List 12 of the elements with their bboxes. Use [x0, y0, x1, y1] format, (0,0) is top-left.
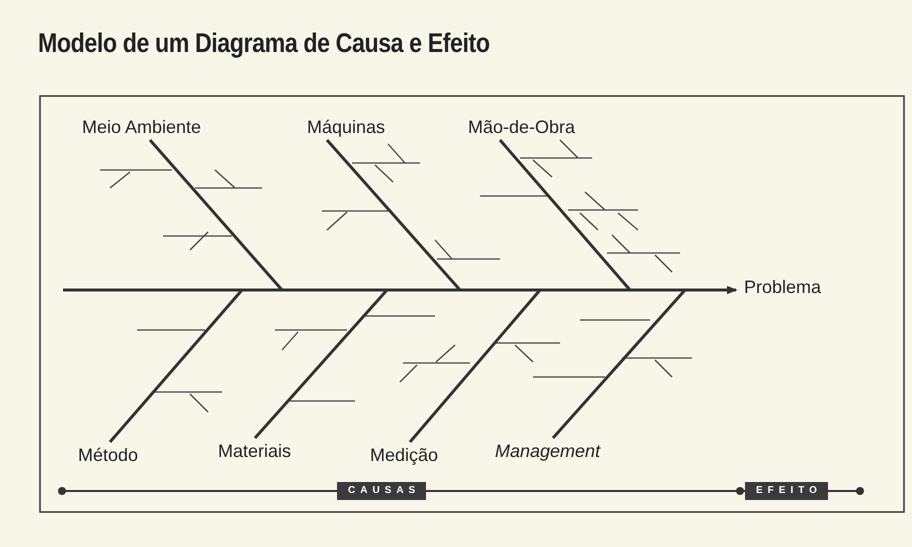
cause-label: Método — [78, 445, 138, 465]
title: Modelo de um Diagrama de Causa e Efeito — [38, 28, 490, 59]
cause-bone-arrow — [552, 286, 737, 439]
cause-label: Máquinas — [307, 117, 386, 137]
section-tag: EFEITO — [745, 482, 828, 500]
effect-label: Problema — [744, 277, 822, 297]
cause-label: Materiais — [218, 441, 292, 461]
cause-label: Medição — [370, 445, 438, 465]
cause-label: Mão-de-Obra — [468, 117, 576, 137]
section-tag: CAUSAS — [337, 482, 426, 500]
cause-label: Management — [495, 441, 600, 461]
cause-label: Meio Ambiente — [82, 117, 202, 137]
